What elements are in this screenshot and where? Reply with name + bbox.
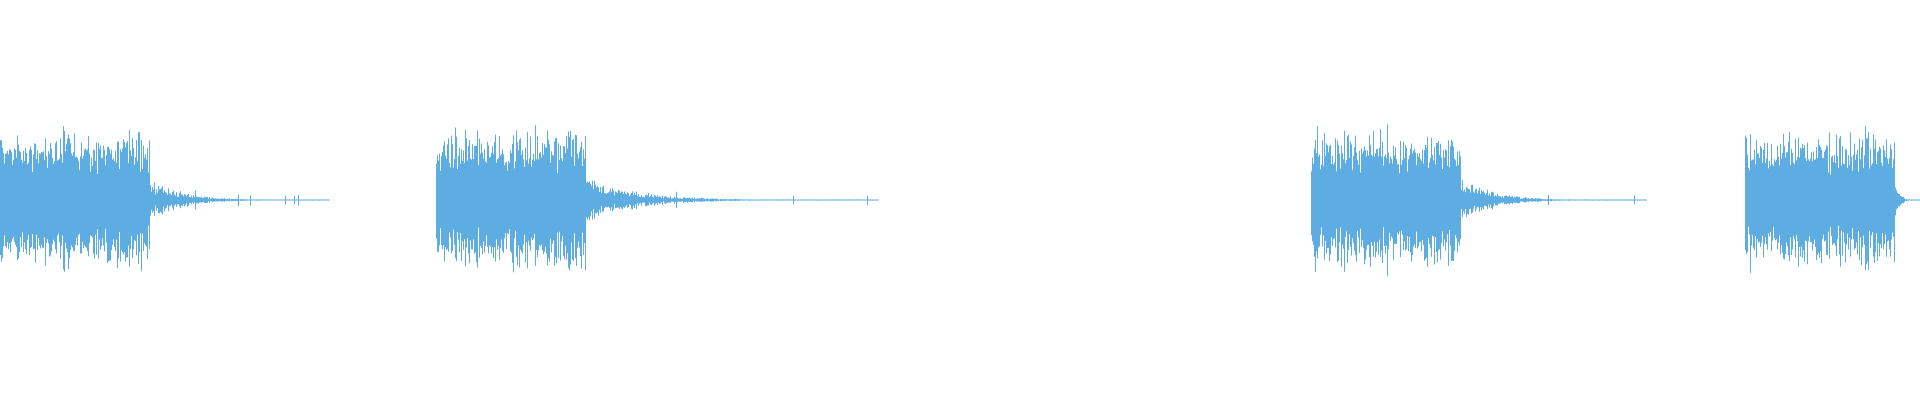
waveform-samples [1311, 124, 1647, 277]
waveform-clip [436, 125, 879, 273]
waveform-clip [1745, 126, 1920, 273]
waveform-clip [1311, 124, 1647, 277]
waveform-clips [0, 124, 1920, 277]
waveform-samples [436, 125, 879, 273]
waveform-clip [0, 126, 330, 272]
waveform-samples [0, 126, 330, 272]
waveform-samples [1745, 126, 1920, 273]
